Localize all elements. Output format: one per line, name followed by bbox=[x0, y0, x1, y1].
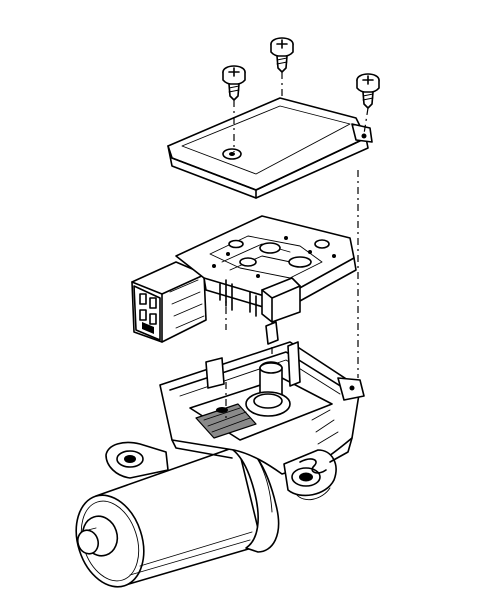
motor-icon bbox=[75, 437, 280, 588]
gear-housing-icon bbox=[105, 170, 365, 501]
screw-icon-2 bbox=[270, 37, 294, 73]
screw-icon-3 bbox=[356, 73, 380, 109]
screw-icon-1 bbox=[222, 65, 246, 101]
connector-icon bbox=[131, 261, 207, 343]
circuit-board-icon bbox=[175, 215, 357, 345]
cover-icon bbox=[167, 97, 373, 199]
screw-icon bbox=[222, 37, 380, 330]
